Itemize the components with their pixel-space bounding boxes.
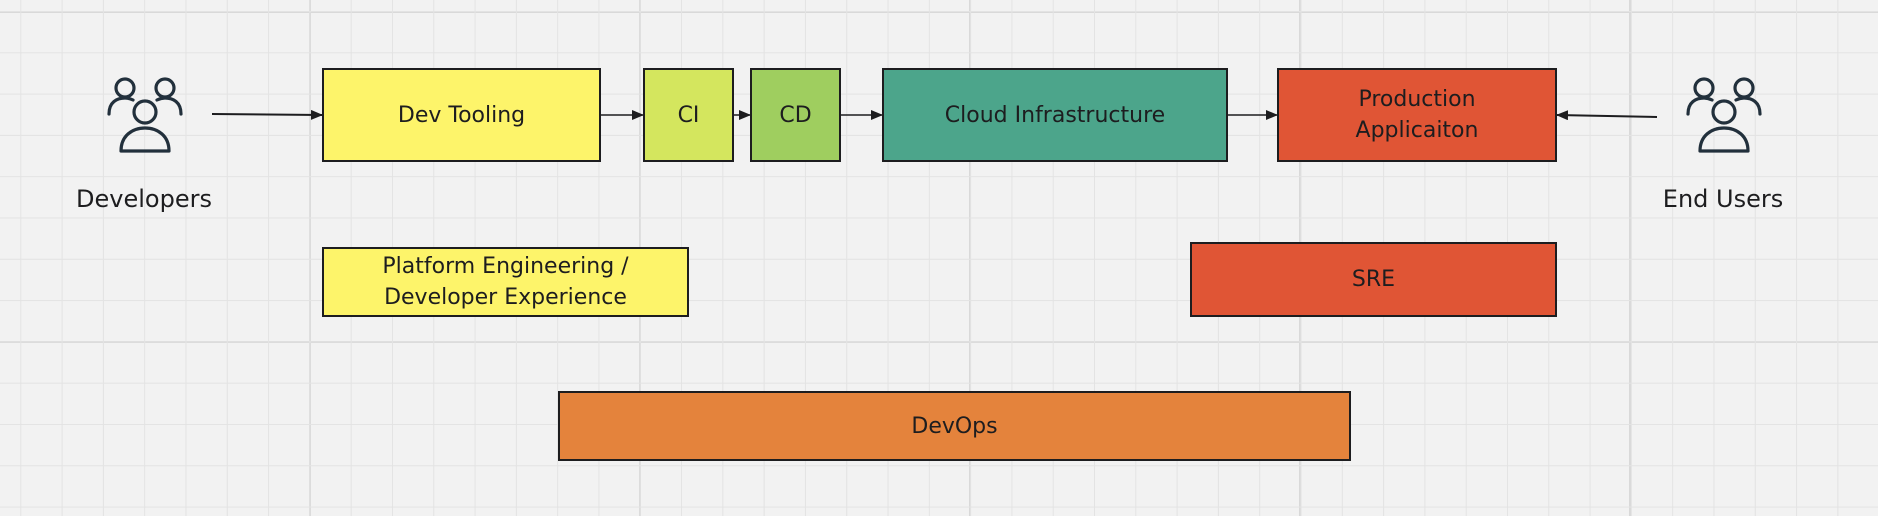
sre-label: SRE bbox=[1351, 267, 1396, 292]
devops-box[interactable]: DevOps bbox=[558, 391, 1351, 461]
dev-tooling-box[interactable]: Dev Tooling bbox=[322, 68, 601, 162]
ci-box[interactable]: CI bbox=[643, 68, 734, 162]
developers-label: Developers bbox=[76, 185, 212, 213]
devops-label: DevOps bbox=[911, 413, 998, 439]
users-icon[interactable] bbox=[104, 74, 186, 156]
platform-engineering-box[interactable]: Platform Engineering / Developer Experie… bbox=[322, 247, 689, 317]
arrow-developers-to-dev-tooling[interactable] bbox=[211, 109, 323, 120]
arrow-end-users-to-production[interactable] bbox=[1556, 110, 1658, 121]
cd-label: CD bbox=[779, 102, 812, 128]
sre-box[interactable]: SRE bbox=[1190, 242, 1557, 317]
cloud-infrastructure-label: Cloud Infrastructure bbox=[944, 102, 1166, 128]
platform-engineering-label: Platform Engineering / Developer Experie… bbox=[382, 254, 629, 310]
production-application-label: Production Applicaiton bbox=[1355, 87, 1479, 143]
users-icon[interactable] bbox=[1683, 74, 1765, 156]
production-application-box[interactable]: Production Applicaiton bbox=[1277, 68, 1557, 162]
dev-tooling-label: Dev Tooling bbox=[397, 102, 526, 128]
cloud-infrastructure-box[interactable]: Cloud Infrastructure bbox=[882, 68, 1228, 162]
ci-label: CI bbox=[677, 102, 700, 128]
cd-box[interactable]: CD bbox=[750, 68, 841, 162]
end-users-label: End Users bbox=[1662, 185, 1784, 213]
